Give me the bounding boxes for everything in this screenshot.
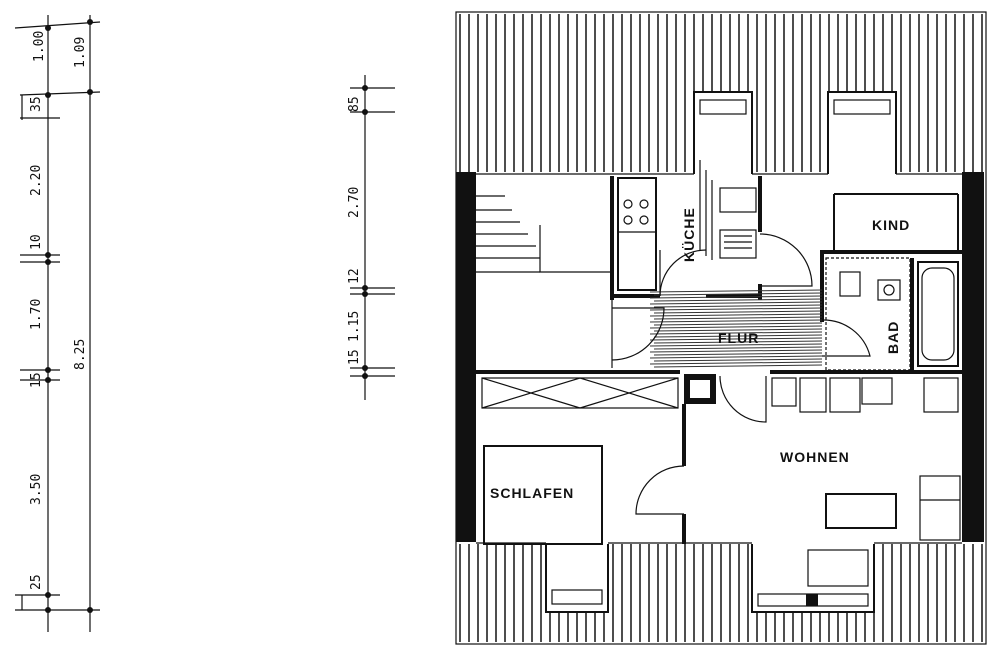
dormer-bottom-left bbox=[545, 541, 609, 613]
dim-10: 10 bbox=[29, 234, 44, 250]
dimension-chain-left: 1.00 35 2.20 10 1.70 15 3.50 25 1.09 8.2… bbox=[14, 15, 101, 632]
dim-1-15: 1.15 bbox=[347, 311, 362, 342]
room-label-schlafen: SCHLAFEN bbox=[490, 485, 574, 501]
corridor-floor-hatch bbox=[649, 289, 823, 368]
interior-walls bbox=[476, 176, 962, 544]
room-label-wohnen: WOHNEN bbox=[780, 449, 850, 465]
dormer-bottom-right bbox=[751, 541, 875, 613]
kitchen-fixtures bbox=[617, 160, 757, 291]
roof-hatch-bottom bbox=[459, 544, 983, 642]
bath-fixtures bbox=[825, 257, 959, 371]
wall-west bbox=[456, 172, 476, 542]
wall-east bbox=[962, 172, 984, 542]
wardrobe bbox=[481, 377, 679, 409]
dim-1-09: 1.09 bbox=[73, 37, 88, 68]
bed bbox=[483, 445, 603, 545]
dim-15: 15 bbox=[29, 372, 44, 388]
dim-85: 85 bbox=[347, 96, 362, 112]
room-label-bad: BAD bbox=[885, 321, 901, 354]
dim-3-50: 3.50 bbox=[29, 474, 44, 505]
staircase bbox=[476, 195, 610, 273]
dormer-top-left bbox=[693, 91, 753, 177]
dim-1-00: 1.00 bbox=[32, 31, 47, 62]
living-furniture bbox=[771, 377, 961, 587]
room-label-kueche: KÜCHE bbox=[681, 207, 697, 262]
dim-15-mid: 15 bbox=[347, 349, 362, 365]
dim-8-25: 8.25 bbox=[73, 339, 88, 370]
dim-1-70: 1.70 bbox=[29, 299, 44, 330]
dim-2-70: 2.70 bbox=[347, 187, 362, 218]
room-label-kind: KIND bbox=[872, 217, 910, 233]
door-swings bbox=[611, 233, 871, 515]
dimension-chain-middle: 85 2.70 12 1.15 15 bbox=[347, 75, 395, 400]
dim-2-20: 2.20 bbox=[29, 165, 44, 196]
dim-12: 12 bbox=[347, 268, 362, 284]
dim-25: 25 bbox=[29, 574, 44, 590]
dormer-top-right bbox=[827, 91, 897, 177]
dim-35: 35 bbox=[29, 96, 44, 112]
room-label-flur: FLUR bbox=[718, 330, 759, 346]
